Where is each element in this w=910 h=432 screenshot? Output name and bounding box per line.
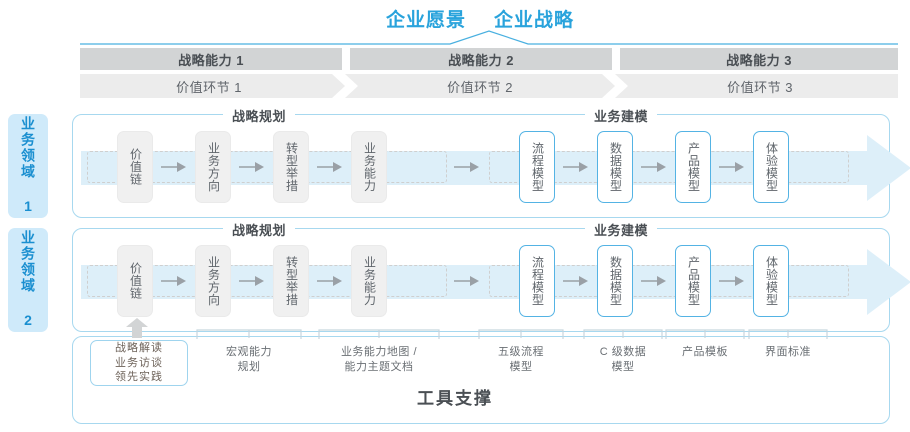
domain-label-1: 业务领域 1 xyxy=(20,116,36,216)
node-arrow-2-5 xyxy=(641,276,666,286)
group-connector-arrow-2 xyxy=(454,276,479,286)
capability-cell-2[interactable]: 战略能力 2 xyxy=(350,48,612,70)
node-arrow-1-6 xyxy=(719,162,744,172)
node-transformation-action-2[interactable]: 转型举措 xyxy=(273,245,309,317)
dashed-group-right-1 xyxy=(489,151,849,183)
bracket-6 xyxy=(748,329,828,339)
dashed-group-left-1 xyxy=(87,151,447,183)
node-process-model-2[interactable]: 流程模型 xyxy=(519,245,555,317)
bracket-5 xyxy=(665,329,745,339)
tool-support-frame xyxy=(72,336,890,424)
capability-cell-3[interactable]: 战略能力 3 xyxy=(620,48,898,70)
band-top-line-1 xyxy=(93,114,871,116)
top-connector-line xyxy=(80,30,898,45)
node-arrow-2-1 xyxy=(161,276,186,286)
node-product-model-2[interactable]: 产品模型 xyxy=(675,245,711,317)
section-caption-right-1: 业务建模 xyxy=(585,106,658,124)
node-data-model-1[interactable]: 数据模型 xyxy=(597,131,633,203)
node-business-capability-1[interactable]: 业务能力 xyxy=(351,131,387,203)
dashed-group-left-2 xyxy=(87,265,447,297)
node-data-model-2[interactable]: 数据模型 xyxy=(597,245,633,317)
domain-label-2: 业务领域 2 xyxy=(20,230,36,330)
node-business-capability-2[interactable]: 业务能力 xyxy=(351,245,387,317)
tool-support-title: 工具支撑 xyxy=(417,389,493,408)
node-business-direction-2[interactable]: 业务方向 xyxy=(195,245,231,317)
node-arrow-2-3 xyxy=(317,276,342,286)
domain-band-1: 战略规划 业务建模 价值链 业务方向 转型举措 业务能力 流程模型 数据模型 产… xyxy=(72,106,910,218)
node-arrow-1-4 xyxy=(563,162,588,172)
tool-highlight-line-1: 战略解读 xyxy=(115,342,163,355)
capability-cell-1[interactable]: 战略能力 1 xyxy=(80,48,342,70)
tool-highlight-line-2: 业务访谈 xyxy=(115,356,163,369)
value-link-cell-1[interactable]: 价值环节 1 xyxy=(176,79,242,95)
bracket-3 xyxy=(478,329,564,339)
node-product-model-1[interactable]: 产品模型 xyxy=(675,131,711,203)
enterprise-strategy-title: 企业战略 xyxy=(494,9,575,31)
value-link-notch-2 xyxy=(602,74,628,98)
node-arrow-2-4 xyxy=(563,276,588,286)
node-experience-model-1[interactable]: 体验模型 xyxy=(753,131,789,203)
tool-label-6: 界面标准 xyxy=(765,346,811,358)
node-value-chain-1[interactable]: 价值链 xyxy=(117,131,153,203)
value-link-bar: 价值环节 1 价值环节 2 价值环节 3 xyxy=(80,74,898,98)
tool-label-3: 五级流程模型 xyxy=(498,346,544,373)
value-link-bar-bg xyxy=(80,74,898,98)
band-top-line-2 xyxy=(93,228,871,230)
dashed-group-right-2 xyxy=(489,265,849,297)
node-arrow-1-2 xyxy=(239,162,264,172)
node-arrow-2-2 xyxy=(239,276,264,286)
node-arrow-2-6 xyxy=(719,276,744,286)
value-link-cell-2[interactable]: 价值环节 2 xyxy=(447,79,513,95)
node-transformation-action-1[interactable]: 转型举措 xyxy=(273,131,309,203)
tool-label-4: C 级数据模型 xyxy=(599,346,647,373)
node-business-direction-1[interactable]: 业务方向 xyxy=(195,131,231,203)
strategic-capability-bar: 战略能力 1 战略能力 2 战略能力 3 xyxy=(80,48,898,70)
bracket-1 xyxy=(196,329,302,339)
node-experience-model-2[interactable]: 体验模型 xyxy=(753,245,789,317)
node-arrow-1-3 xyxy=(317,162,342,172)
node-value-chain-2[interactable]: 价值链 xyxy=(117,245,153,317)
value-link-cell-3[interactable]: 价值环节 3 xyxy=(727,79,793,95)
node-process-model-1[interactable]: 流程模型 xyxy=(519,131,555,203)
tool-up-arrow-icon xyxy=(126,318,148,338)
tool-highlight-box[interactable]: 战略解读 业务访谈 领先实践 xyxy=(90,340,188,386)
node-arrow-1-1 xyxy=(161,162,186,172)
tool-label-5: 产品模板 xyxy=(682,346,728,358)
tool-label-1: 宏观能力规划 xyxy=(226,346,272,373)
bracket-4 xyxy=(583,329,663,339)
sidebar-item-domain-2[interactable]: 业务领域 2 xyxy=(8,228,48,332)
bracket-2 xyxy=(318,329,440,339)
section-caption-left-2: 战略规划 xyxy=(223,220,296,238)
domain-band-2: 战略规划 业务建模 价值链 业务方向 转型举措 业务能力 流程模型 数据模型 产… xyxy=(72,220,910,332)
value-link-notch-1 xyxy=(332,74,358,98)
group-connector-arrow-1 xyxy=(454,162,479,172)
top-titles: 企业愿景 企业战略 xyxy=(330,4,630,32)
tool-label-2: 业务能力地图 /能力主题文档 xyxy=(340,346,418,373)
tool-highlight-line-3: 领先实践 xyxy=(115,371,163,384)
sidebar-item-domain-1[interactable]: 业务领域 1 xyxy=(8,114,48,218)
section-caption-right-2: 业务建模 xyxy=(585,220,658,238)
enterprise-vision-title: 企业愿景 xyxy=(385,9,466,31)
node-arrow-1-5 xyxy=(641,162,666,172)
section-caption-left-1: 战略规划 xyxy=(223,106,296,124)
